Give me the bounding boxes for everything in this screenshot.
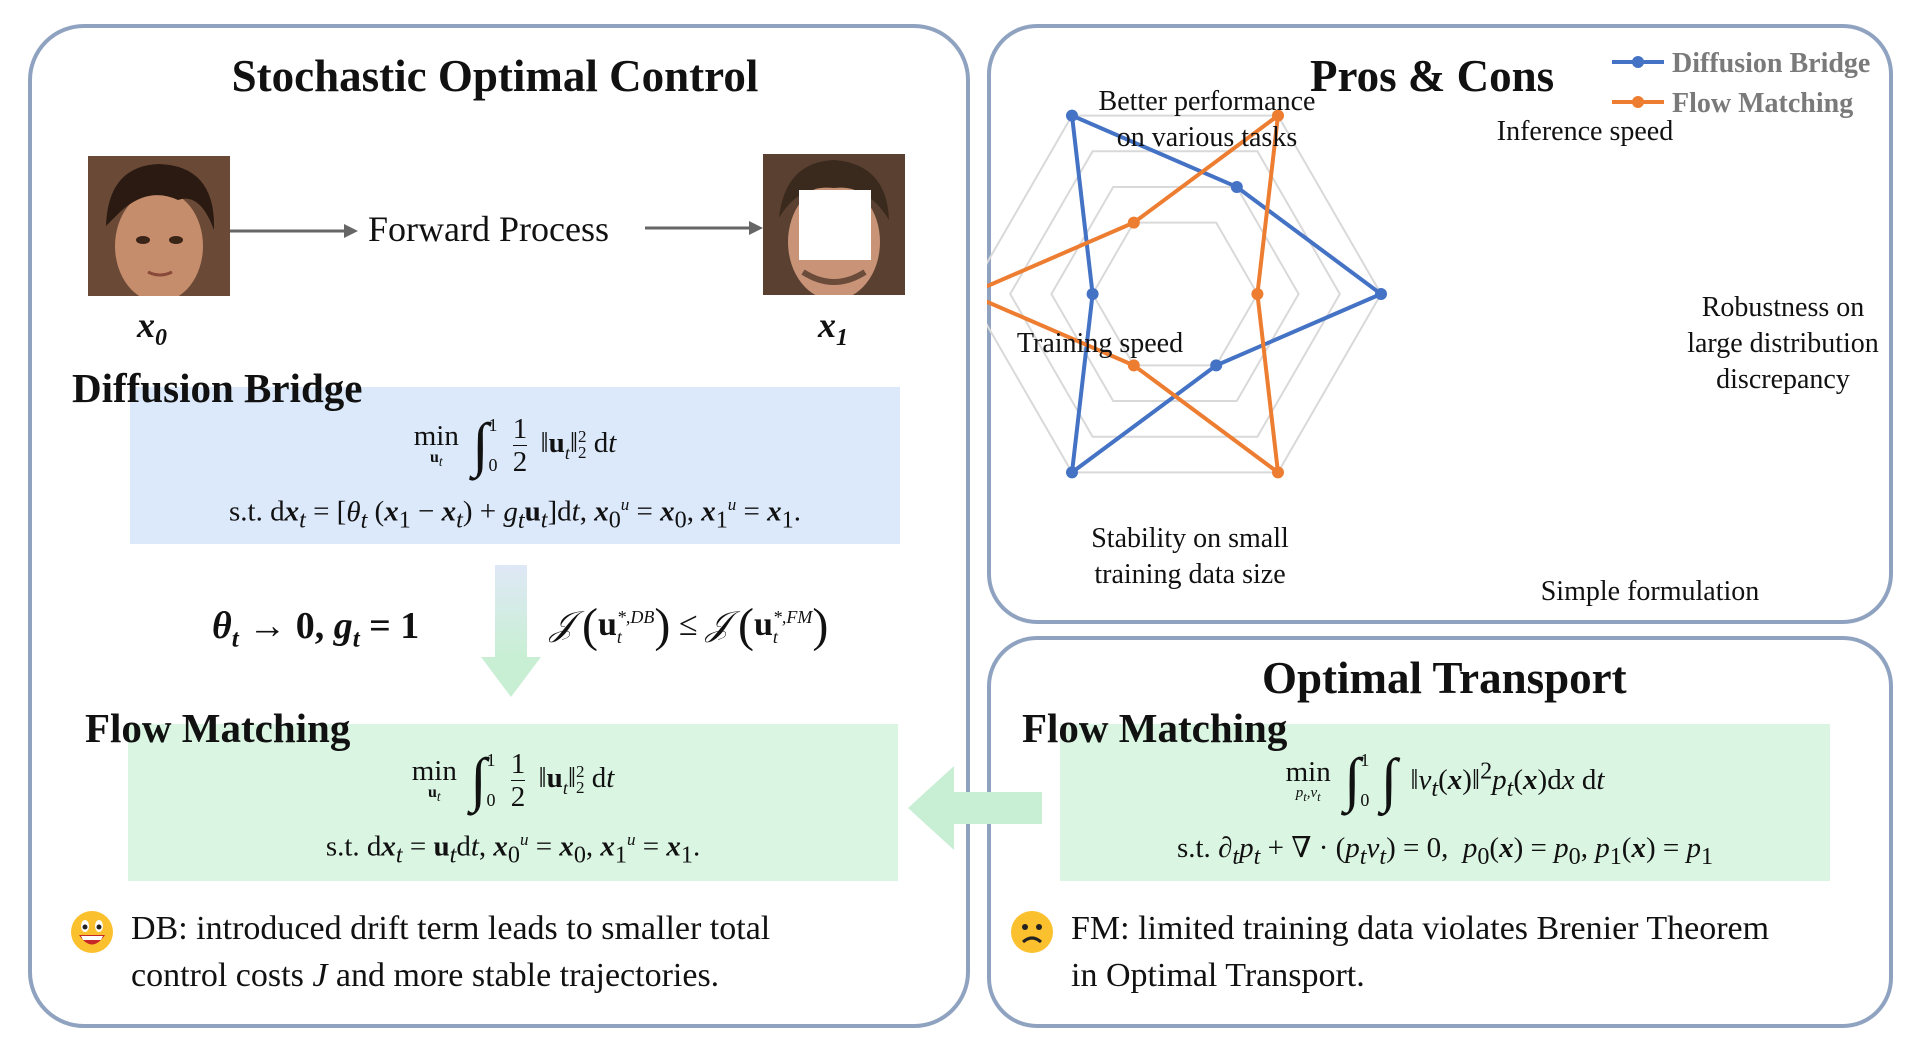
fm-note: FM: limited training data violates Breni… xyxy=(1071,910,1770,994)
radar-series-diffusion-bridge xyxy=(1069,112,1385,477)
soc-panel-title: Stochastic Optimal Control xyxy=(231,51,759,101)
pros-cons-panel xyxy=(987,24,1893,624)
pros-cons-title: Pros & Cons xyxy=(1310,51,1555,101)
db-heading: Diffusion Bridge xyxy=(72,365,363,411)
legend-marker xyxy=(1632,56,1644,68)
radar-axis-label: Training speed xyxy=(1017,328,1183,359)
x1-label: x1 xyxy=(818,305,848,352)
masked-face-image xyxy=(763,154,905,295)
radar-grid-ring xyxy=(987,114,1383,474)
grinning-face-icon xyxy=(71,911,113,953)
radar-series-flow-matching xyxy=(987,111,1281,477)
radar-point xyxy=(1127,216,1140,229)
legend-marker xyxy=(1632,96,1644,108)
forward-process-label: Forward Process xyxy=(368,209,609,249)
radar-grid-ring xyxy=(1050,185,1300,403)
radar-point xyxy=(1066,466,1078,479)
radar-point xyxy=(1375,288,1387,300)
fm-heading-left: Flow Matching xyxy=(85,705,351,751)
radar-point xyxy=(1230,180,1243,193)
radar-point xyxy=(1272,466,1284,479)
legend-label: Flow Matching xyxy=(1672,88,1853,119)
radar-axis-label: discrepancy xyxy=(1716,364,1850,395)
radar-axis-label: large distribution xyxy=(1687,328,1879,359)
db-note: DB: introduced drift term leads to small… xyxy=(131,910,771,994)
db-constraint: s.t. dxt = [θt (x1 − xt) + gtut]dt, x0u … xyxy=(229,495,801,534)
fm-heading-right: Flow Matching xyxy=(1022,705,1288,751)
radar-axis-label: training data size xyxy=(1094,559,1285,590)
ot-constraint: s.t. ∂tpt + ∇ · (ptvt) = 0, p0(x) = p0, … xyxy=(1176,832,1714,870)
x0-label: x0 xyxy=(137,305,167,352)
radar-point xyxy=(1127,359,1140,372)
radar-point xyxy=(1251,288,1264,300)
radar-point xyxy=(1272,109,1284,122)
condition-label: θt → 0, gt = 1 xyxy=(212,605,420,653)
radar-point xyxy=(1210,359,1223,372)
optimal-transport-title: Optimal Transport xyxy=(1262,653,1627,703)
radar-axis-label: on various tasks xyxy=(1117,122,1297,153)
radar-point xyxy=(1066,109,1078,122)
radar-point xyxy=(1086,288,1099,300)
radar-axis-label: Better performance xyxy=(1099,86,1316,117)
source-face-image xyxy=(88,156,230,296)
fm-constraint: s.t. dxt = utdt, x0u = x0, x1u = x1. xyxy=(325,830,701,869)
forward-arrow-left xyxy=(230,224,358,238)
frowning-face-icon xyxy=(1011,911,1053,953)
forward-arrow-right xyxy=(645,221,763,235)
radar-grid-ring xyxy=(1009,150,1341,438)
legend-label: Diffusion Bridge xyxy=(1672,48,1870,79)
radar-axis-label: Simple formulation xyxy=(1541,576,1760,607)
down-gradient-arrow xyxy=(481,565,541,697)
radar-axis-label: Inference speed xyxy=(1497,116,1673,147)
left-transfer-arrow xyxy=(908,766,1042,850)
radar-axis-label: Stability on small xyxy=(1091,523,1289,554)
radar-axis-label: Robustness on xyxy=(1702,292,1865,323)
